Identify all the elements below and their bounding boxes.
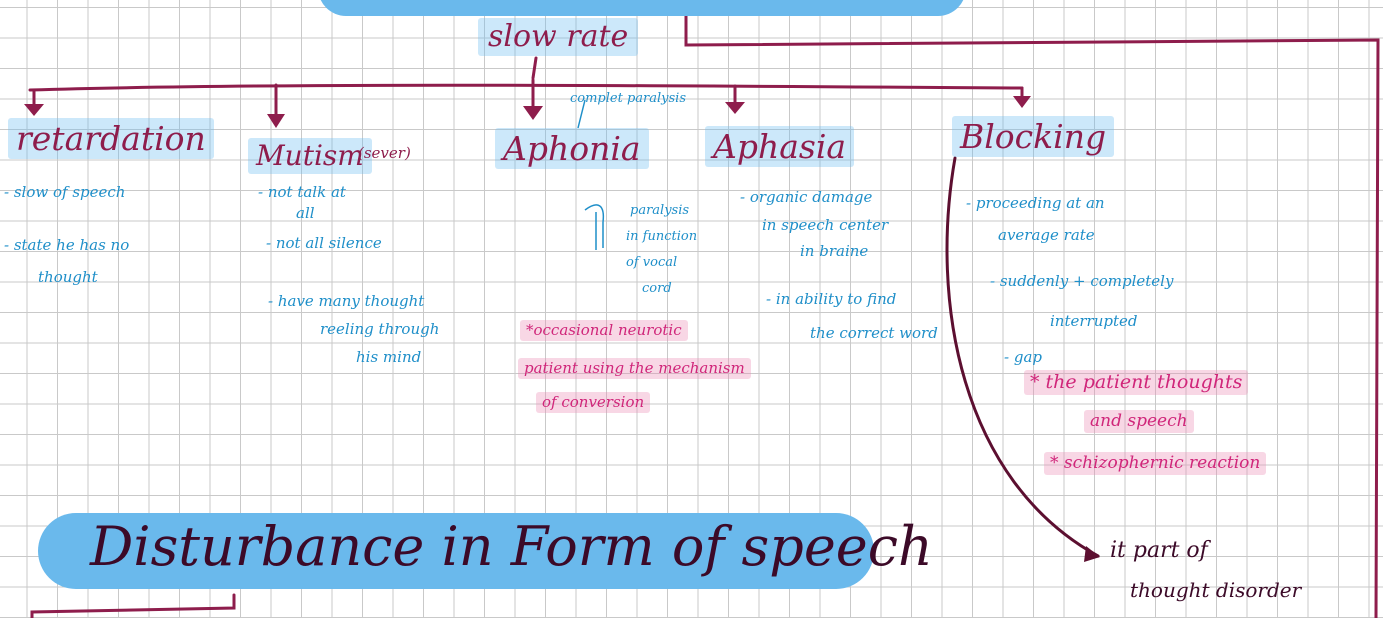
- arrowhead-blocking: [1013, 96, 1031, 108]
- branch-bar: [28, 83, 1024, 92]
- aphonia-remark-3: of conversion: [536, 392, 651, 413]
- blocking-remark-2: and speech: [1084, 410, 1194, 433]
- blocking-arrow-note-1: it part of: [1110, 538, 1208, 563]
- aphonia-annotation: complet paralysis: [570, 91, 687, 106]
- aphonia-bracket-icon: [584, 204, 605, 250]
- section-banner: [38, 513, 874, 589]
- aphonia-annotation-arrow: [577, 99, 586, 129]
- aphasia-note-2: in speech center: [762, 216, 889, 234]
- blocking-note-1: - proceeding at an: [966, 194, 1105, 212]
- aphonia-remark-2: patient using the mechanism: [518, 358, 751, 379]
- top-right-connector: [684, 0, 1380, 618]
- blocking-remark-3: * schizophernic reaction: [1044, 452, 1267, 475]
- aphonia-note-1: paralysis: [630, 203, 690, 218]
- aphonia-remark-1: *occasional neurotic: [520, 320, 688, 341]
- mutism-note-5: reeling through: [320, 320, 440, 338]
- branch-title-blocking: Blocking: [952, 116, 1115, 157]
- blocking-note-5: - gap: [1004, 348, 1042, 366]
- branch-title-aphonia: Aphonia: [495, 128, 649, 169]
- branch-title-retardation: retardation: [8, 118, 214, 159]
- top-heading-banner: [318, 0, 966, 16]
- mutism-note-6: his mind: [356, 348, 422, 366]
- aphasia-note-5: the correct word: [810, 324, 938, 342]
- aphonia-note-3: of vocal: [626, 255, 678, 270]
- aphonia-note-2: in function: [626, 229, 698, 244]
- blocking-note-2: average rate: [998, 226, 1095, 244]
- aphasia-note-4: - in ability to find: [766, 290, 897, 308]
- blocking-curve-arrowhead: [1084, 546, 1100, 562]
- blocking-arrow-note-2: thought disorder: [1130, 578, 1302, 602]
- lower-left-box: [30, 593, 236, 618]
- blocking-curve-arrow: [945, 156, 1100, 558]
- blocking-remark-1: * the patient thoughts: [1024, 370, 1249, 395]
- mutism-note-2: all: [296, 204, 315, 222]
- root-stem: [531, 56, 538, 80]
- aphasia-note-3: in braine: [800, 242, 869, 260]
- branch-title-mutism: Mutism: [248, 138, 372, 174]
- arrowhead-retardation: [24, 104, 44, 116]
- mutism-note-3: - not all silence: [266, 234, 382, 252]
- arrowhead-mutism: [267, 114, 285, 128]
- retardation-note-3: thought: [38, 268, 98, 286]
- mutism-note-4: - have many thought: [268, 292, 425, 310]
- mutism-note-1: - not talk at: [258, 183, 346, 201]
- retardation-note-1: - slow of speech: [4, 183, 126, 201]
- aphasia-note-1: - organic damage: [740, 188, 873, 206]
- root-label: slow rate: [478, 18, 639, 56]
- blocking-note-4: interrupted: [1050, 312, 1138, 330]
- branch-title-aphasia: Aphasia: [705, 126, 855, 167]
- section-title: Disturbance in Form of speech: [90, 515, 933, 578]
- arrowhead-aphasia: [725, 102, 745, 114]
- mutism-qualifier: (sever): [358, 144, 411, 162]
- blocking-note-3: - suddenly + completely: [990, 272, 1174, 290]
- arrowhead-aphonia: [523, 106, 543, 120]
- aphonia-note-4: cord: [642, 281, 672, 296]
- retardation-note-2: - state he has no: [4, 236, 130, 254]
